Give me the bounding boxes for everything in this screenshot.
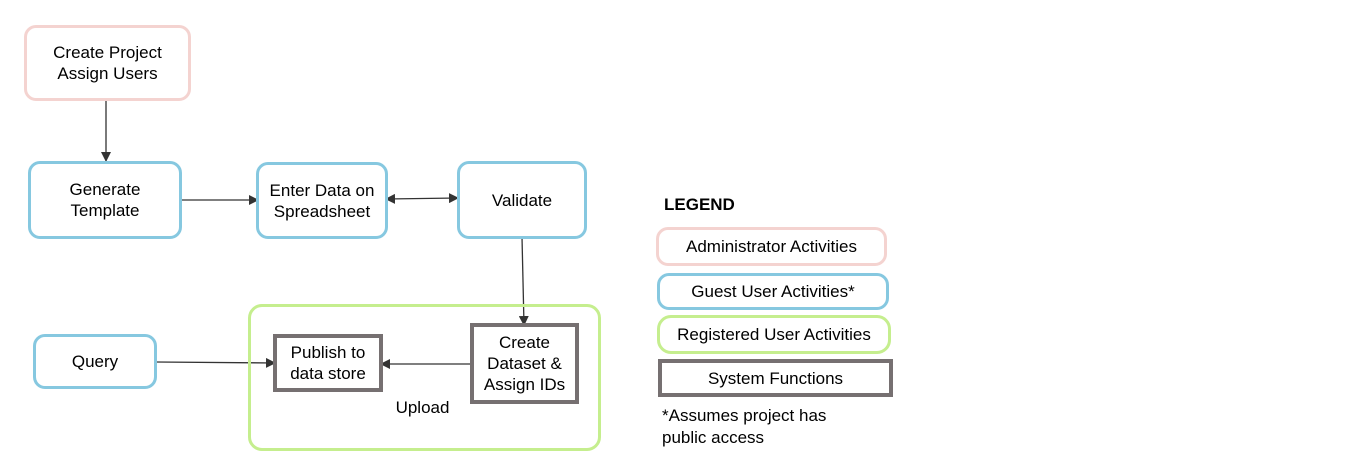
generate-template-node: Generate Template [28, 161, 182, 239]
legend-registered: Registered User Activities [657, 315, 891, 354]
upload-container [248, 304, 601, 451]
legend-system: System Functions [658, 359, 893, 397]
query-node: Query [33, 334, 157, 389]
enter-data-node: Enter Data on Spreadsheet [256, 162, 388, 239]
publish-node: Publish to data store [273, 334, 383, 392]
arrow-query-to-publish [155, 357, 276, 368]
legend-note: *Assumes project has public access [662, 406, 827, 447]
arrow-enter-data-validate-bidirectional [385, 193, 459, 204]
upload-label: Upload [395, 398, 450, 417]
create-dataset-node: Create Dataset & Assign IDs [470, 323, 579, 404]
legend-guest: Guest User Activities* [657, 273, 889, 310]
legend-title: LEGEND [664, 195, 735, 214]
create-project-node: Create Project Assign Users [24, 25, 191, 101]
validate-node: Validate [457, 161, 587, 239]
arrow-validate-to-create-dataset [518, 236, 529, 326]
legend-admin: Administrator Activities [656, 227, 887, 266]
